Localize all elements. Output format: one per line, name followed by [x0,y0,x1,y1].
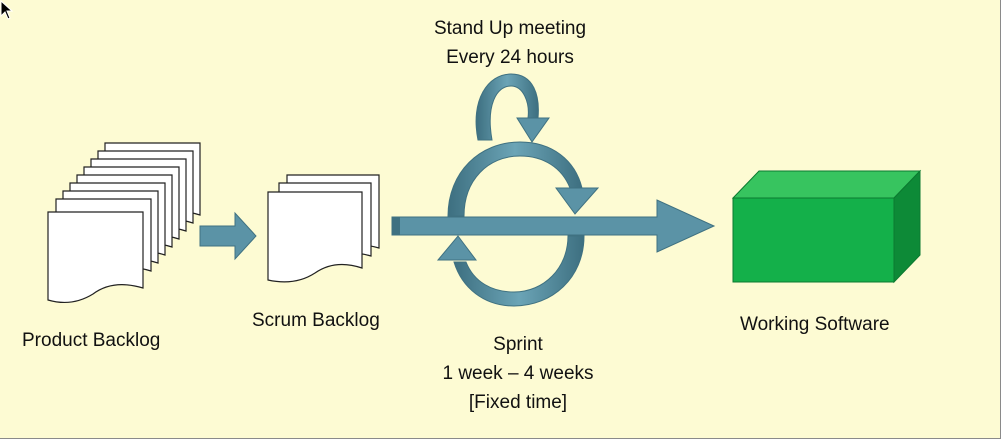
scrum-backlog-label: Scrum Backlog [252,310,380,331]
standup-frequency: Every 24 hours [446,47,574,68]
mouse-cursor-icon [0,0,14,20]
standup-loop-arrow-icon [475,73,550,143]
sprint-fixed-time: [Fixed time] [468,392,568,413]
sprint-caption: Sprint 1 week – 4 weeks [Fixed time] [418,330,618,417]
standup-caption: Stand Up meeting Every 24 hours [410,14,610,72]
sprint-duration: 1 week – 4 weeks [442,363,594,384]
sprint-loop-arrow-icon [436,141,600,307]
scrum-backlog-stack-icon [267,174,380,283]
standup-title: Stand Up meeting [433,18,587,39]
box-top-face [731,170,922,199]
box-front-face [732,197,895,283]
product-backlog-stack-icon [47,142,201,304]
sprint-progress-arrow-icon [391,199,716,253]
working-software-label: Working Software [740,314,890,335]
working-software-box-icon [731,169,922,284]
scrum-backlog-page [267,191,363,283]
product-backlog-page [47,211,144,304]
product-backlog-label: Product Backlog [22,330,161,351]
sprint-title: Sprint [493,334,543,355]
arrow-tail-shading [392,217,400,235]
right-arrow-icon [199,211,257,261]
